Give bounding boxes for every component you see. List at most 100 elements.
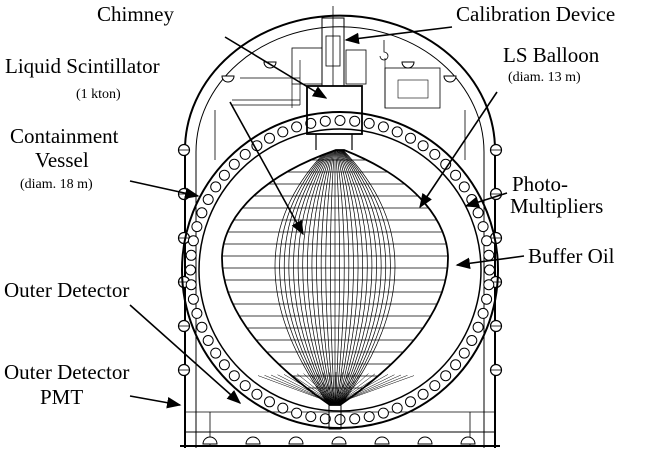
photomultiplier-tube bbox=[405, 396, 416, 408]
photomultiplier-tube bbox=[218, 169, 230, 181]
photomultiplier-tube bbox=[405, 132, 416, 144]
outer-detector-pmt bbox=[401, 61, 415, 69]
outer-detector-pmt bbox=[331, 436, 347, 445]
label-containment-sub: (diam. 18 m) bbox=[20, 177, 93, 192]
photomultiplier-tube bbox=[191, 307, 203, 319]
arrow-buffer-oil bbox=[455, 255, 525, 269]
photomultiplier-tube bbox=[291, 407, 303, 419]
label-chimney: Chimney bbox=[97, 2, 174, 26]
photomultiplier-tube bbox=[483, 249, 495, 261]
label-liquid-scintillator-sub: (1 kton) bbox=[76, 87, 121, 102]
photomultiplier-tube bbox=[305, 117, 317, 129]
outer-detector-pmt bbox=[202, 436, 218, 445]
calibration-device bbox=[232, 6, 441, 109]
arrow-ls-balloon bbox=[419, 91, 498, 209]
outer-detector-pmt bbox=[460, 436, 476, 445]
photomultiplier-tube bbox=[319, 413, 331, 425]
label-ls-balloon: LS Balloon bbox=[503, 43, 600, 67]
photomultiplier-tube bbox=[377, 121, 389, 133]
outer-detector-pmt bbox=[417, 436, 433, 445]
photomultiplier-tube bbox=[202, 335, 214, 346]
photomultiplier-tube bbox=[450, 359, 462, 371]
arrow-photomultipliers bbox=[464, 192, 508, 208]
photomultiplier-tube bbox=[239, 380, 251, 392]
arrow-outer-pmt bbox=[129, 395, 182, 409]
photomultiplier-tube bbox=[484, 264, 495, 276]
photomultiplier-tube bbox=[363, 117, 375, 129]
ls-balloon bbox=[221, 149, 449, 430]
photomultiplier-tube bbox=[477, 221, 489, 233]
arrow-outer-detector bbox=[129, 304, 242, 404]
photomultiplier-tube bbox=[466, 335, 478, 346]
photomultiplier-tube bbox=[391, 402, 403, 414]
photomultiplier-tube bbox=[305, 411, 317, 423]
outer-detector-pmt bbox=[288, 436, 304, 445]
photomultiplier-tube bbox=[440, 370, 452, 382]
photomultiplier-tube bbox=[196, 321, 208, 333]
photomultiplier-tube bbox=[429, 148, 441, 160]
photomultiplier-tube bbox=[251, 388, 263, 400]
photomultiplier-tube bbox=[218, 359, 230, 371]
photomultiplier-tube bbox=[334, 414, 346, 425]
arrow-chimney bbox=[224, 36, 328, 99]
photomultiplier-tube bbox=[458, 181, 470, 193]
photomultiplier-tube bbox=[472, 207, 484, 219]
photomultiplier-tube bbox=[391, 126, 403, 138]
photomultiplier-tube bbox=[429, 380, 441, 392]
photomultiplier-tube bbox=[477, 307, 489, 319]
photomultiplier-tube bbox=[458, 347, 470, 359]
arrow-calibration bbox=[344, 26, 453, 45]
outer-detector-pmt bbox=[177, 363, 191, 377]
photomultiplier-tube bbox=[185, 279, 197, 291]
outer-detector-pmt bbox=[489, 143, 503, 157]
label-liquid-scintillator: Liquid Scintillator bbox=[5, 54, 160, 78]
photomultiplier-tube bbox=[210, 347, 222, 359]
photomultiplier-tube bbox=[187, 293, 199, 305]
photomultiplier-tube bbox=[417, 388, 429, 400]
arrow-containment bbox=[129, 180, 200, 199]
label-containment-line1: Containment bbox=[10, 124, 119, 148]
outer-detector-pmt bbox=[443, 75, 457, 83]
photomultiplier-tube bbox=[239, 148, 251, 160]
leader-arrows bbox=[129, 26, 525, 409]
photomultiplier-tube bbox=[472, 321, 484, 333]
photomultiplier-tube bbox=[277, 402, 289, 414]
label-calibration-device: Calibration Device bbox=[456, 2, 615, 26]
label-outer-pmt-line2: PMT bbox=[40, 385, 83, 409]
photomultiplier-tube bbox=[377, 407, 389, 419]
photomultiplier-tube bbox=[277, 126, 289, 138]
photomultiplier-tube bbox=[363, 411, 375, 423]
label-photo-line1: Photo- bbox=[512, 172, 568, 196]
photomultiplier-tube bbox=[450, 169, 462, 181]
photomultiplier-tube bbox=[185, 264, 196, 276]
photomultiplier-tube bbox=[185, 249, 197, 261]
arrow-liquid-scintillator bbox=[229, 101, 304, 236]
photomultiplier-tube bbox=[187, 235, 199, 247]
photomultiplier-tube bbox=[481, 293, 493, 305]
photomultiplier-tube bbox=[417, 140, 429, 152]
photomultiplier-tube bbox=[349, 115, 361, 127]
photomultipliers bbox=[185, 115, 495, 425]
outer-detector-pmt bbox=[374, 436, 390, 445]
photomultiplier-tube bbox=[264, 396, 275, 408]
labels: Chimney Calibration Device Liquid Scinti… bbox=[4, 2, 615, 409]
containment-vessel bbox=[181, 111, 499, 429]
outer-tank bbox=[180, 14, 500, 448]
outer-detector-pmt bbox=[245, 436, 261, 445]
label-containment-line2: Vessel bbox=[35, 148, 89, 172]
photomultiplier-tube bbox=[196, 207, 208, 219]
photomultiplier-tube bbox=[334, 115, 346, 126]
photomultiplier-tube bbox=[264, 132, 275, 144]
label-outer-pmt-line1: Outer Detector bbox=[4, 360, 129, 384]
outer-detector-pmt bbox=[177, 143, 191, 157]
photomultiplier-tube bbox=[228, 158, 240, 170]
photomultiplier-tube bbox=[349, 413, 361, 425]
photomultiplier-tube bbox=[483, 279, 495, 291]
photomultiplier-tube bbox=[228, 370, 240, 382]
label-photo-line2: Multipliers bbox=[510, 194, 603, 218]
photomultiplier-tube bbox=[202, 194, 214, 205]
outer-detector-pmt bbox=[489, 363, 503, 377]
label-ls-balloon-sub: (diam. 13 m) bbox=[508, 70, 581, 85]
